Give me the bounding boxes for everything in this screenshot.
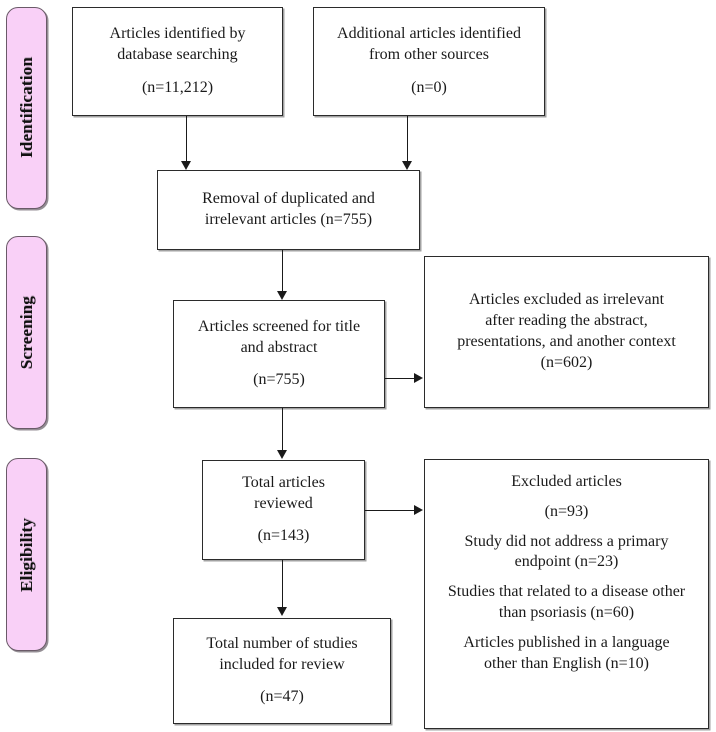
box-total-included-line2: included for review xyxy=(219,655,345,673)
box-database-search: Articles identified by database searchin… xyxy=(72,7,283,116)
connector-removal-to-screened xyxy=(282,250,283,293)
box-articles-screened-line1: Articles screened for title xyxy=(197,317,361,335)
stage-pill-identification: Identification xyxy=(6,7,47,209)
box-database-search-count: (n=11,212) xyxy=(141,78,214,96)
connector-database-search-to-removal xyxy=(186,116,187,164)
box-articles-screened: Articles screened for title and abstract… xyxy=(173,300,385,408)
box-excluded-screening-line3: presentations, and another context xyxy=(457,333,676,350)
stage-label-screening: Screening xyxy=(16,295,36,370)
box-other-sources: Additional articles identified from othe… xyxy=(313,7,545,116)
box-articles-screened-count: (n=755) xyxy=(253,371,305,389)
box-duplicates-removed-line1: Removal of duplicated and xyxy=(202,190,375,208)
box-excluded-eligibility-heading: Excluded articles xyxy=(511,473,622,490)
box-duplicates-removed: Removal of duplicated and irrelevant art… xyxy=(157,170,420,250)
stage-pill-screening: Screening xyxy=(6,236,47,429)
connector-screened-to-excluded xyxy=(385,378,415,379)
box-excluded-screening-line2: after reading the abstract, xyxy=(485,312,648,330)
connector-screened-to-reviewed xyxy=(282,408,283,452)
box-excluded-eligibility: Excluded articles (n=93) Study did not a… xyxy=(424,459,709,729)
connector-reviewed-to-excluded xyxy=(365,510,415,511)
box-total-reviewed-line2: reviewed xyxy=(254,494,313,512)
stage-pill-eligibility: Eligibility xyxy=(6,458,47,651)
stage-label-identification: Identification xyxy=(16,57,36,159)
box-excluded-eligibility-reason3-line1: Articles published in a language xyxy=(463,633,670,651)
arrowhead-screened-to-excluded xyxy=(414,373,423,383)
box-total-included-count: (n=47) xyxy=(260,688,304,706)
box-total-included-line1: Total number of studies xyxy=(206,634,358,652)
box-excluded-eligibility-reason1-line2: endpoint (n=23) xyxy=(514,553,619,571)
box-other-sources-count: (n=0) xyxy=(411,78,447,96)
box-database-search-line2: database searching xyxy=(117,46,238,64)
arrowhead-database-search-to-removal xyxy=(181,161,191,170)
arrowhead-other-sources-to-removal xyxy=(402,161,412,170)
arrowhead-reviewed-to-included xyxy=(277,607,287,616)
stage-label-eligibility: Eligibility xyxy=(16,517,36,592)
arrowhead-screened-to-reviewed xyxy=(277,450,287,459)
connector-reviewed-to-included xyxy=(282,560,283,609)
box-database-search-line1: Articles identified by xyxy=(109,25,246,43)
box-other-sources-line2: from other sources xyxy=(369,46,489,64)
box-total-reviewed-count: (n=143) xyxy=(257,527,310,545)
box-excluded-screening-line1: Articles excluded as irrelevant xyxy=(468,291,665,309)
arrowhead-removal-to-screened xyxy=(277,291,287,300)
box-articles-screened-line2: and abstract xyxy=(240,338,318,356)
box-excluded-screening-count: (n=602) xyxy=(540,353,593,371)
box-excluded-screening: Articles excluded as irrelevant after re… xyxy=(424,256,709,408)
box-excluded-eligibility-reason2-line1: Studies that related to a disease other xyxy=(447,583,686,601)
box-excluded-eligibility-reason3-line2: other than English (n=10) xyxy=(484,654,649,672)
box-excluded-eligibility-reason1-line1: Study did not address a primary xyxy=(464,532,669,550)
box-other-sources-line1: Additional articles identified xyxy=(337,25,521,43)
box-total-reviewed-line1: Total articles xyxy=(242,473,325,491)
box-excluded-eligibility-reason2-line2: than psoriasis (n=60) xyxy=(498,603,635,621)
box-total-included: Total number of studies included for rev… xyxy=(173,618,391,724)
arrowhead-reviewed-to-excluded xyxy=(414,505,423,515)
box-duplicates-removed-line2: irrelevant articles (n=755) xyxy=(204,211,373,228)
box-total-reviewed: Total articles reviewed (n=143) xyxy=(202,460,365,560)
connector-other-sources-to-removal xyxy=(407,116,408,164)
box-excluded-eligibility-count: (n=93) xyxy=(544,502,589,520)
